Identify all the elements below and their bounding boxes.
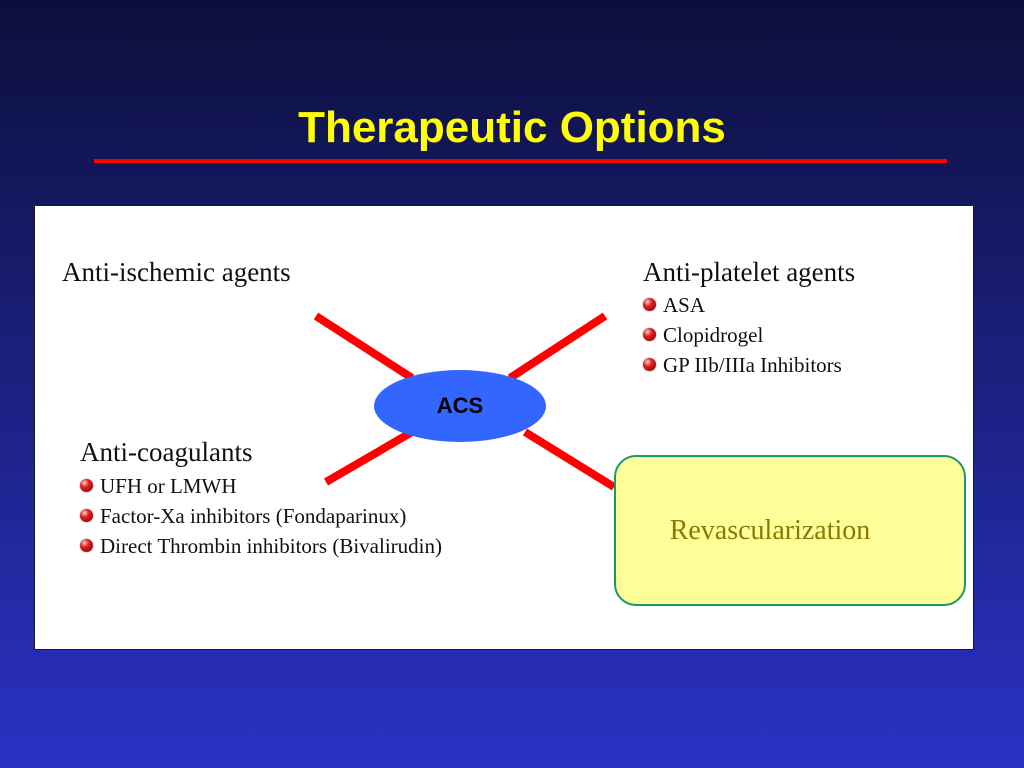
spoke-anti-coagulants <box>323 428 415 486</box>
bullet-icon <box>80 479 93 493</box>
list-item: Direct Thrombin inhibitors (Bivalirudin) <box>80 531 442 561</box>
list-item: ASA <box>643 290 855 320</box>
anti-ischemic-heading: Anti-ischemic agents <box>62 257 291 287</box>
list-item: UFH or LMWH <box>80 471 442 501</box>
anti-coagulants-heading: Anti-coagulants <box>80 437 253 467</box>
bullet-icon <box>643 328 656 342</box>
slide-title: Therapeutic Options <box>298 103 726 152</box>
spoke-revascularization <box>522 428 617 491</box>
bullet-icon <box>643 298 656 312</box>
list-item: GP IIb/IIIa Inhibitors <box>643 350 855 380</box>
acs-hub-label: ACS <box>436 393 484 418</box>
anti-ischemic-group: Anti-ischemic agents <box>62 257 291 288</box>
acs-hub: ACS <box>374 370 546 442</box>
anti-platelet-heading: Anti-platelet agents <box>643 257 856 287</box>
anti-platelet-group: Anti-platelet agents ASA Clopidrogel GP … <box>643 257 856 380</box>
anti-coagulants-group: Anti-coagulants UFH or LMWH Factor-Xa in… <box>80 437 442 561</box>
list-item: Factor-Xa inhibitors (Fondaparinux) <box>80 501 442 531</box>
list-item: Clopidrogel <box>643 320 855 350</box>
revascularization-label: Revascularization <box>669 514 871 546</box>
bullet-icon <box>80 509 93 523</box>
bullet-icon <box>80 539 93 553</box>
spoke-anti-platelet <box>507 312 608 382</box>
bullet-icon <box>643 358 656 372</box>
title-underline <box>94 159 947 163</box>
spoke-anti-ischemic <box>313 312 415 382</box>
revascularization-box: Revascularization <box>614 455 966 606</box>
